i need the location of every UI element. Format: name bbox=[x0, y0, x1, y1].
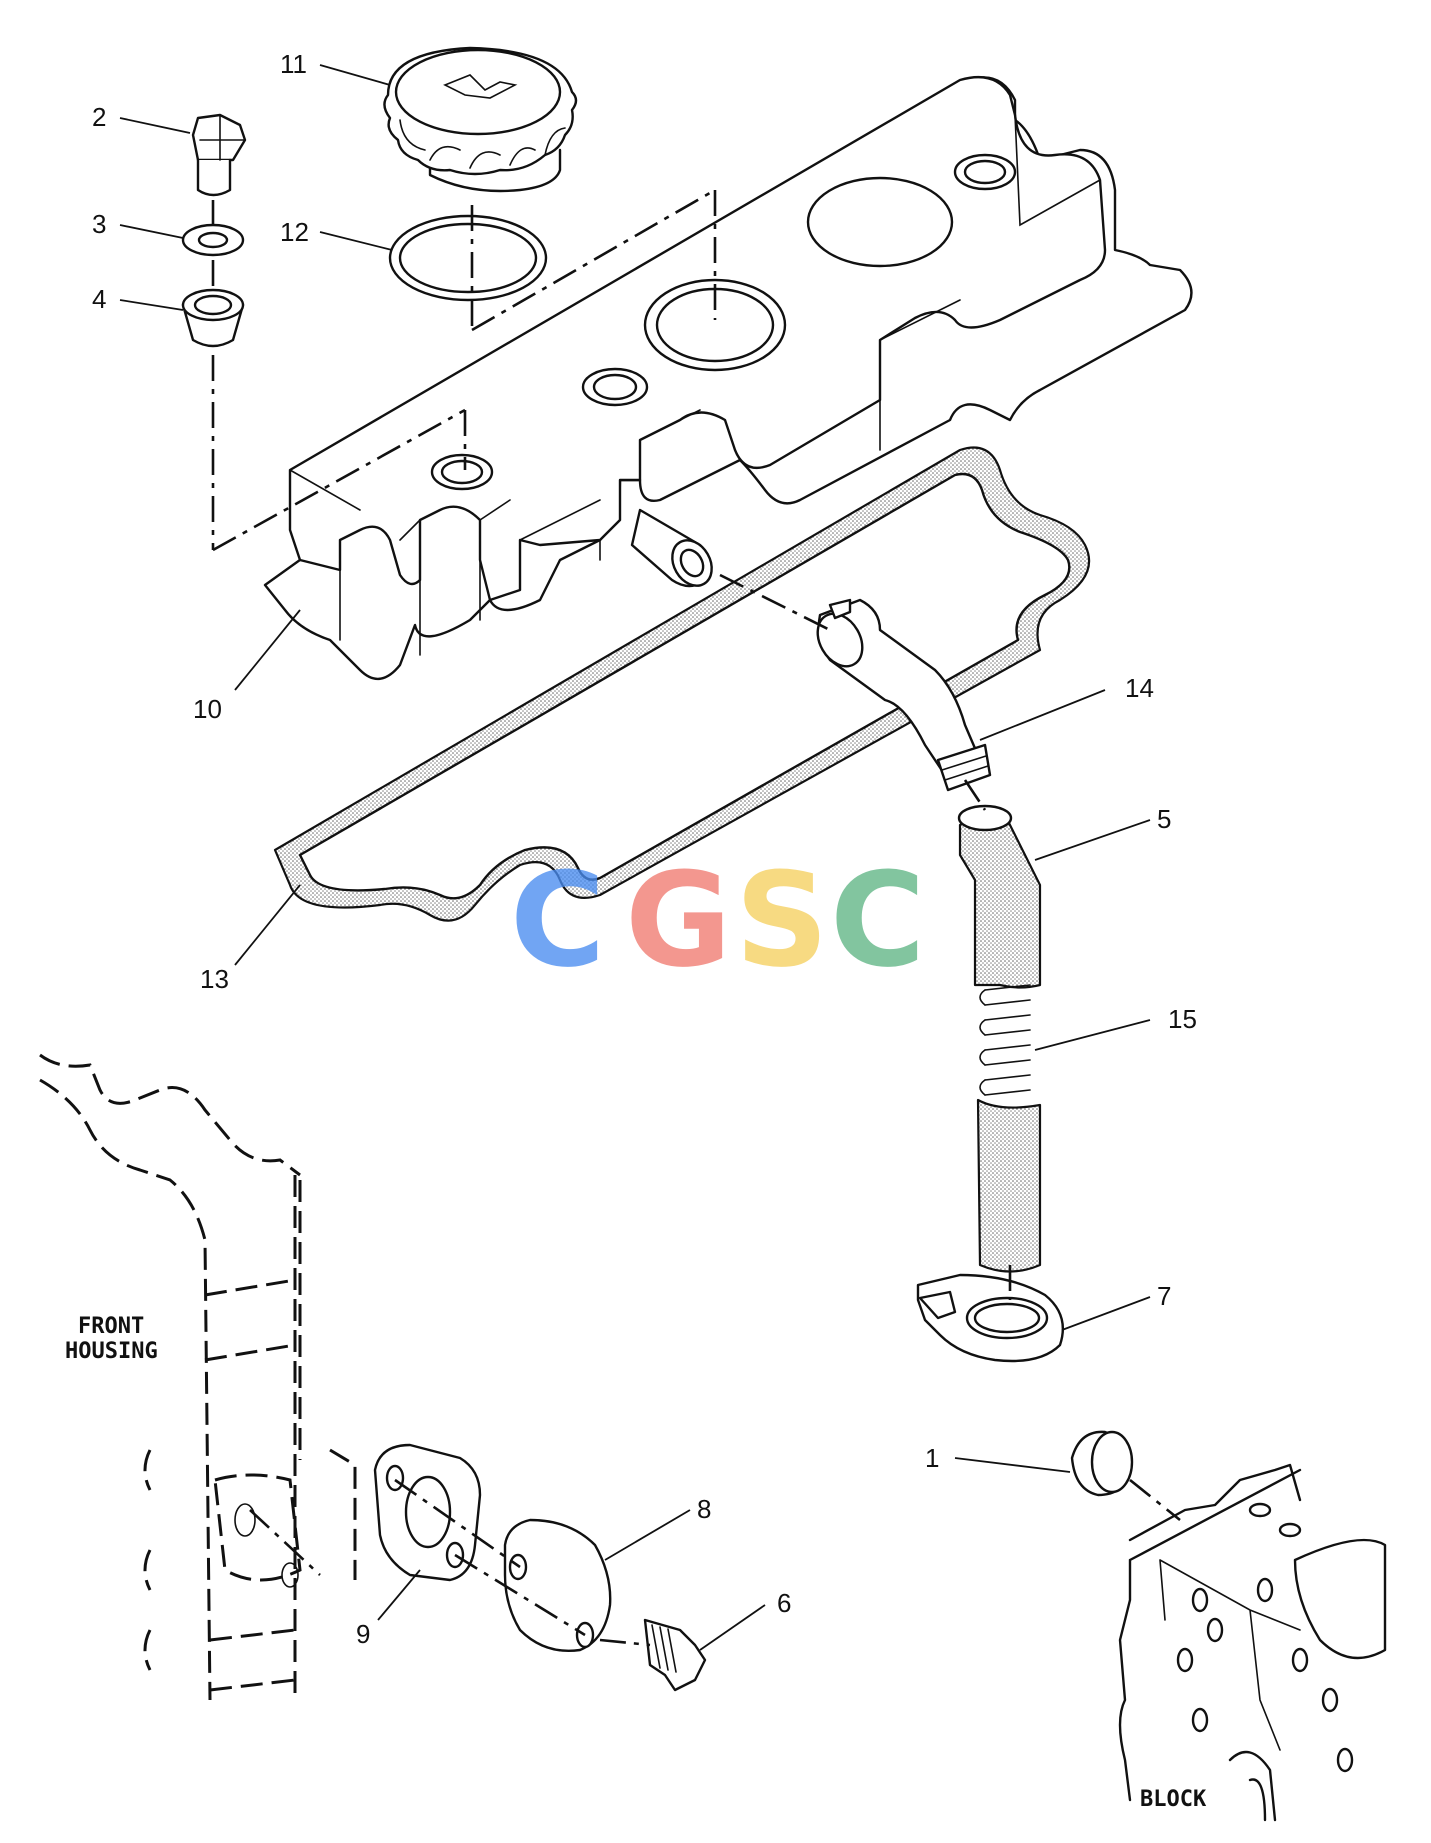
callout-6: 6 bbox=[777, 1588, 791, 1618]
cover-plate bbox=[503, 1518, 612, 1652]
watermark-letter-4: C bbox=[830, 844, 925, 996]
plug bbox=[191, 113, 247, 197]
assembly-centerlines bbox=[211, 188, 1181, 1647]
reference-labels: FRONT HOUSING BLOCK bbox=[65, 1314, 1207, 1812]
callout-7: 7 bbox=[1157, 1281, 1171, 1311]
callout-3: 3 bbox=[92, 209, 106, 239]
callout-14: 14 bbox=[1125, 673, 1154, 703]
callout-12: 12 bbox=[280, 217, 309, 247]
washer bbox=[181, 223, 245, 257]
callout-8: 8 bbox=[697, 1494, 711, 1524]
breather-elbow bbox=[816, 598, 992, 792]
hose-clip bbox=[916, 1273, 1065, 1363]
callout-4: 4 bbox=[92, 284, 106, 314]
callout-15: 15 bbox=[1168, 1004, 1197, 1034]
front-housing-label-line2: HOUSING bbox=[65, 1339, 158, 1364]
cover-gasket bbox=[373, 1443, 482, 1582]
callout-2: 2 bbox=[92, 102, 106, 132]
engine-block-outline bbox=[1118, 1463, 1387, 1822]
spring bbox=[979, 984, 1031, 1096]
callout-numbers: 1 2 3 4 5 6 7 8 9 10 11 12 13 14 15 bbox=[92, 49, 1197, 1649]
valve-cover bbox=[263, 75, 1193, 680]
watermark-letter-2: G bbox=[625, 844, 732, 996]
watermark-letter-1: C bbox=[510, 844, 605, 996]
cgsc-watermark: C G S C bbox=[510, 844, 925, 996]
hose bbox=[957, 804, 1042, 989]
block-label: BLOCK bbox=[1140, 1787, 1207, 1812]
callout-9: 9 bbox=[356, 1619, 370, 1649]
leader-lines bbox=[119, 64, 1151, 1651]
front-housing-label-line1: FRONT bbox=[78, 1314, 144, 1339]
cap-o-ring bbox=[388, 214, 548, 302]
bolt bbox=[643, 1618, 707, 1692]
seal bbox=[181, 288, 245, 348]
callout-13: 13 bbox=[200, 964, 229, 994]
cup-plug bbox=[1070, 1430, 1134, 1497]
callout-11: 11 bbox=[280, 49, 307, 79]
front-housing-outline bbox=[39, 1053, 357, 1701]
callout-1: 1 bbox=[925, 1443, 939, 1473]
callout-10: 10 bbox=[193, 694, 222, 724]
callout-5: 5 bbox=[1157, 804, 1171, 834]
valve-cover-gasket bbox=[273, 446, 1091, 922]
oil-filler-cap bbox=[383, 46, 578, 193]
watermark-letter-3: S bbox=[735, 844, 829, 996]
lower-hose bbox=[976, 1098, 1042, 1273]
